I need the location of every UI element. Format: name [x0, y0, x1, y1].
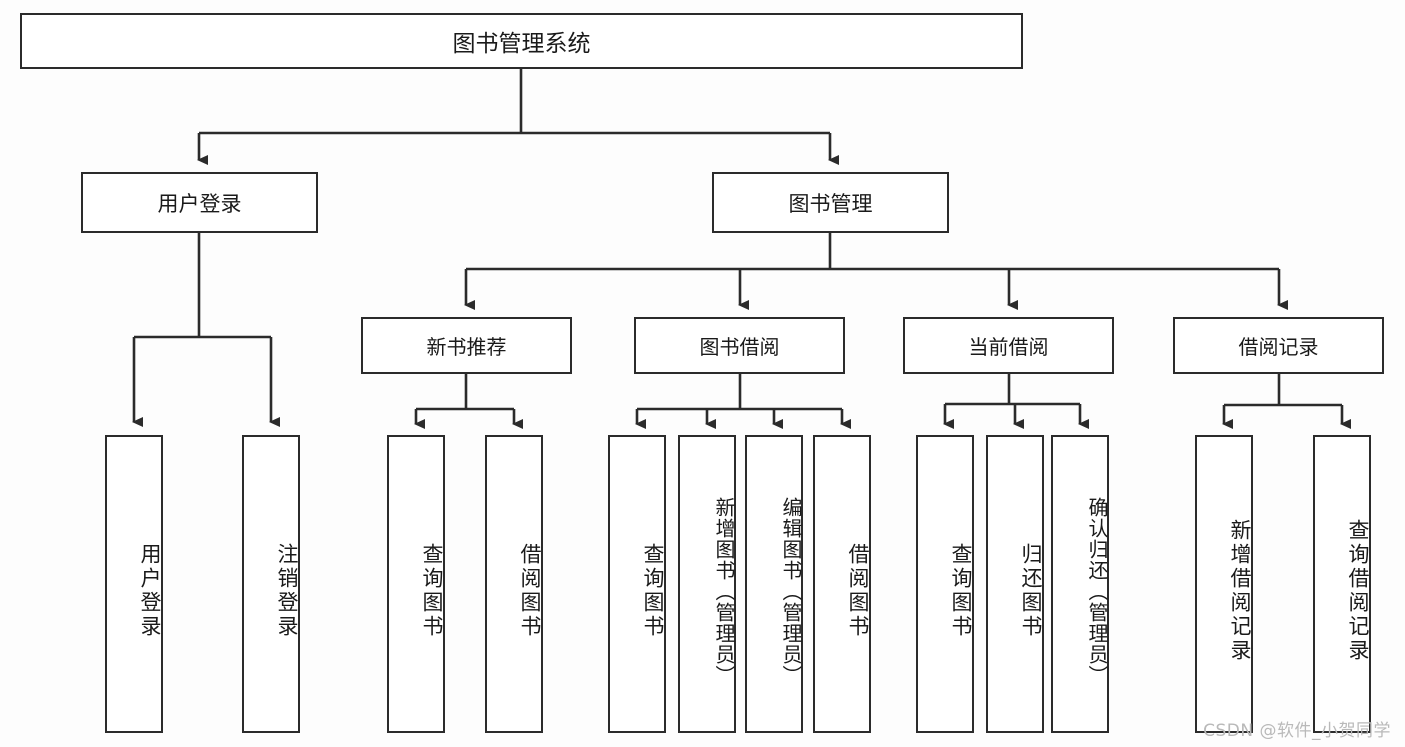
leaf-borrow-book-new[interactable]: 借阅图书: [485, 435, 543, 733]
leaf-query-book-borrow[interactable]: 查询图书: [608, 435, 666, 733]
node-borrow-record[interactable]: 借阅记录: [1173, 317, 1384, 374]
node-root-label: 图书管理系统: [452, 31, 591, 57]
node-book-borrow-label: 图书借阅: [699, 335, 780, 359]
leaf-user-login[interactable]: 用户登录: [105, 435, 163, 733]
leaf-query-book-borrow-label: 查询图书: [641, 543, 665, 639]
leaf-user-login-label: 用户登录: [138, 543, 162, 639]
node-user-login-label: 用户登录: [157, 191, 242, 216]
leaf-borrow-book[interactable]: 借阅图书: [813, 435, 871, 733]
leaf-borrow-book-new-label: 借阅图书: [518, 543, 542, 639]
node-new-book-recommend-label: 新书推荐: [426, 335, 507, 359]
leaf-query-borrow-record[interactable]: 查询借阅记录: [1313, 435, 1371, 733]
leaf-add-book-admin[interactable]: 新增图书（管理员）: [678, 435, 736, 733]
node-current-borrow-label: 当前借阅: [968, 335, 1049, 359]
leaf-edit-book-admin[interactable]: 编辑图书（管理员）: [745, 435, 803, 733]
leaf-user-logout-label: 注销登录: [275, 543, 299, 639]
leaf-return-book[interactable]: 归还图书: [986, 435, 1044, 733]
leaf-query-borrow-record-label: 查询借阅记录: [1346, 519, 1370, 663]
node-book-management[interactable]: 图书管理: [712, 172, 949, 233]
leaf-confirm-return-admin[interactable]: 确认归还（管理员）: [1051, 435, 1109, 733]
leaf-confirm-return-admin-label: 确认归还（管理员）: [1085, 496, 1109, 686]
leaf-user-logout[interactable]: 注销登录: [242, 435, 300, 733]
node-root[interactable]: 图书管理系统: [20, 13, 1023, 69]
node-user-login[interactable]: 用户登录: [81, 172, 318, 233]
leaf-edit-book-admin-label: 编辑图书（管理员）: [779, 496, 803, 686]
leaf-query-book-current[interactable]: 查询图书: [916, 435, 974, 733]
leaf-return-book-label: 归还图书: [1019, 543, 1043, 639]
leaf-query-book-current-label: 查询图书: [949, 543, 973, 639]
node-current-borrow[interactable]: 当前借阅: [903, 317, 1114, 374]
node-borrow-record-label: 借阅记录: [1238, 335, 1319, 359]
leaf-add-book-admin-label: 新增图书（管理员）: [712, 496, 736, 686]
leaf-borrow-book-label: 借阅图书: [846, 543, 870, 639]
leaf-query-book-new[interactable]: 查询图书: [387, 435, 445, 733]
node-book-management-label: 图书管理: [788, 191, 873, 216]
node-book-borrow[interactable]: 图书借阅: [634, 317, 845, 374]
node-new-book-recommend[interactable]: 新书推荐: [361, 317, 572, 374]
leaf-add-borrow-record[interactable]: 新增借阅记录: [1195, 435, 1253, 733]
leaf-add-borrow-record-label: 新增借阅记录: [1228, 519, 1252, 663]
leaf-query-book-new-label: 查询图书: [420, 543, 444, 639]
